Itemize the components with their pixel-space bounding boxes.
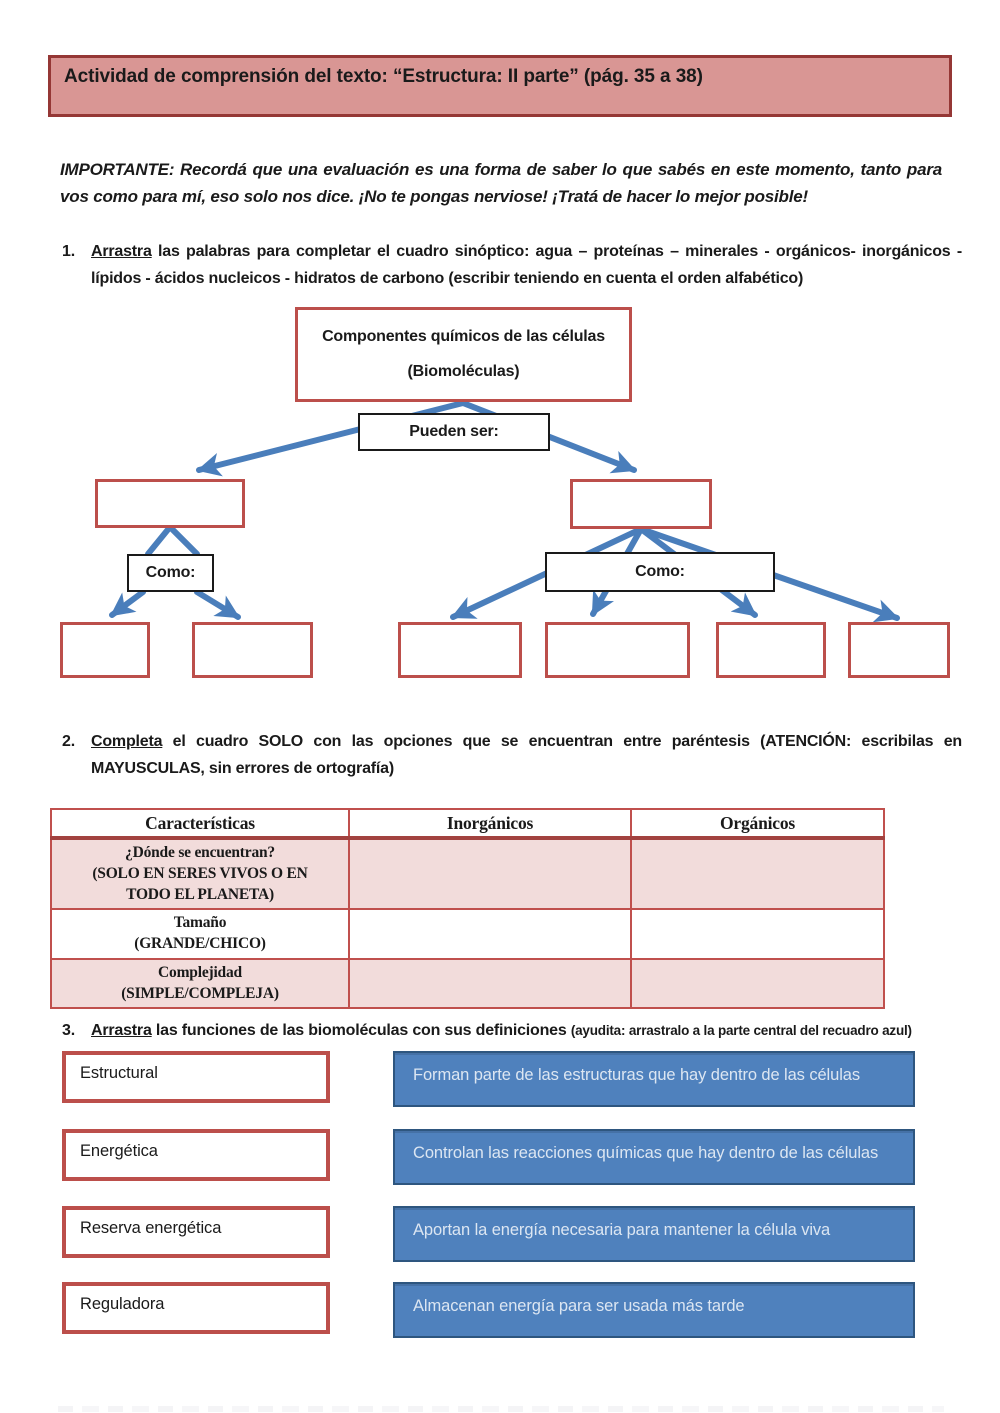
row-label-tamano: Tamaño (GRANDE/CHICO): [50, 908, 350, 960]
title-banner: Actividad de comprensión del texto: “Est…: [48, 55, 952, 117]
drop-target-left-leaf-2[interactable]: [192, 622, 313, 678]
input-cell-complejidad-inorganicos[interactable]: [348, 957, 632, 1010]
definition-dropzone-1[interactable]: Forman parte de las estructuras que hay …: [393, 1051, 915, 1107]
drop-target-right-leaf-1[interactable]: [398, 622, 522, 678]
diagram-como-left-label: Como:: [127, 554, 214, 592]
question-3-hint: (ayudita: arrastralo a la parte central …: [570, 1023, 912, 1038]
draggable-term-reserva-energetica[interactable]: Reserva energética: [62, 1206, 330, 1258]
question-1-text: Arrastra las palabras para completar el …: [91, 243, 962, 287]
diagram-root-line2: (Biomoléculas): [407, 363, 520, 380]
drop-target-right-leaf-3[interactable]: [716, 622, 826, 678]
input-cell-complejidad-organicos[interactable]: [630, 957, 885, 1010]
important-note: IMPORTANTE: Recordá que una evaluación e…: [60, 160, 942, 206]
diagram-branch-label: Pueden ser:: [358, 413, 550, 451]
question-3-verb: Arrastra: [91, 1022, 152, 1039]
header-organicos: Orgánicos: [630, 808, 885, 840]
concept-map: Componentes químicos de las células (Bio…: [0, 300, 1000, 710]
diagram-como-right-label: Como:: [545, 552, 775, 592]
question-1-number: 1.: [62, 243, 75, 260]
question-3: 3. Arrastra las funciones de las biomolé…: [62, 1018, 992, 1045]
draggable-term-estructural[interactable]: Estructural: [62, 1051, 330, 1103]
question-2-verb: Completa: [91, 733, 163, 750]
question-3-number: 3.: [62, 1022, 75, 1039]
drop-target-right-leaf-4[interactable]: [848, 622, 950, 678]
draggable-term-energetica[interactable]: Energética: [62, 1129, 330, 1181]
question-2-text: Completa el cuadro SOLO con las opciones…: [91, 733, 962, 777]
header-caracteristicas: Características: [50, 808, 350, 840]
question-2: 2. Completa el cuadro SOLO con las opcio…: [62, 729, 962, 783]
drop-target-right-leaf-2[interactable]: [545, 622, 690, 678]
characteristics-table: Características Inorgánicos Orgánicos ¿D…: [50, 808, 885, 1010]
table-row: ¿Dónde se encuentran? (SOLO EN SERES VIV…: [50, 836, 885, 911]
row-label-donde: ¿Dónde se encuentran? (SOLO EN SERES VIV…: [50, 836, 350, 911]
cutoff-text-remnant: [58, 1406, 944, 1412]
header-inorganicos: Inorgánicos: [348, 808, 632, 840]
drop-target-left-leaf-1[interactable]: [60, 622, 150, 678]
definition-dropzone-3[interactable]: Aportan la energía necesaria para manten…: [393, 1206, 915, 1262]
row-label-complejidad: Complejidad (SIMPLE/COMPLEJA): [50, 957, 350, 1010]
drop-target-left-branch[interactable]: [95, 479, 245, 528]
draggable-term-reguladora[interactable]: Reguladora: [62, 1282, 330, 1334]
input-cell-tamano-inorganicos[interactable]: [348, 908, 632, 960]
page-title: Actividad de comprensión del texto: “Est…: [64, 66, 703, 87]
input-cell-donde-inorganicos[interactable]: [348, 836, 632, 911]
diagram-root-box: Componentes químicos de las células (Bio…: [295, 307, 632, 402]
drop-target-right-branch[interactable]: [570, 479, 712, 529]
definition-dropzone-2[interactable]: Controlan las reacciones químicas que ha…: [393, 1129, 915, 1185]
question-3-text: Arrastra las funciones de las biomolécul…: [91, 1022, 912, 1039]
input-cell-donde-organicos[interactable]: [630, 836, 885, 911]
question-1: 1. Arrastra las palabras para completar …: [62, 239, 962, 293]
diagram-root-line1: Componentes químicos de las células: [322, 328, 605, 345]
question-2-number: 2.: [62, 733, 75, 750]
definition-dropzone-4[interactable]: Almacenan energía para ser usada más tar…: [393, 1282, 915, 1338]
table-header-row: Características Inorgánicos Orgánicos: [50, 808, 885, 840]
input-cell-tamano-organicos[interactable]: [630, 908, 885, 960]
question-1-verb: Arrastra: [91, 243, 152, 260]
table-row: Complejidad (SIMPLE/COMPLEJA): [50, 957, 885, 1010]
table-row: Tamaño (GRANDE/CHICO): [50, 908, 885, 960]
